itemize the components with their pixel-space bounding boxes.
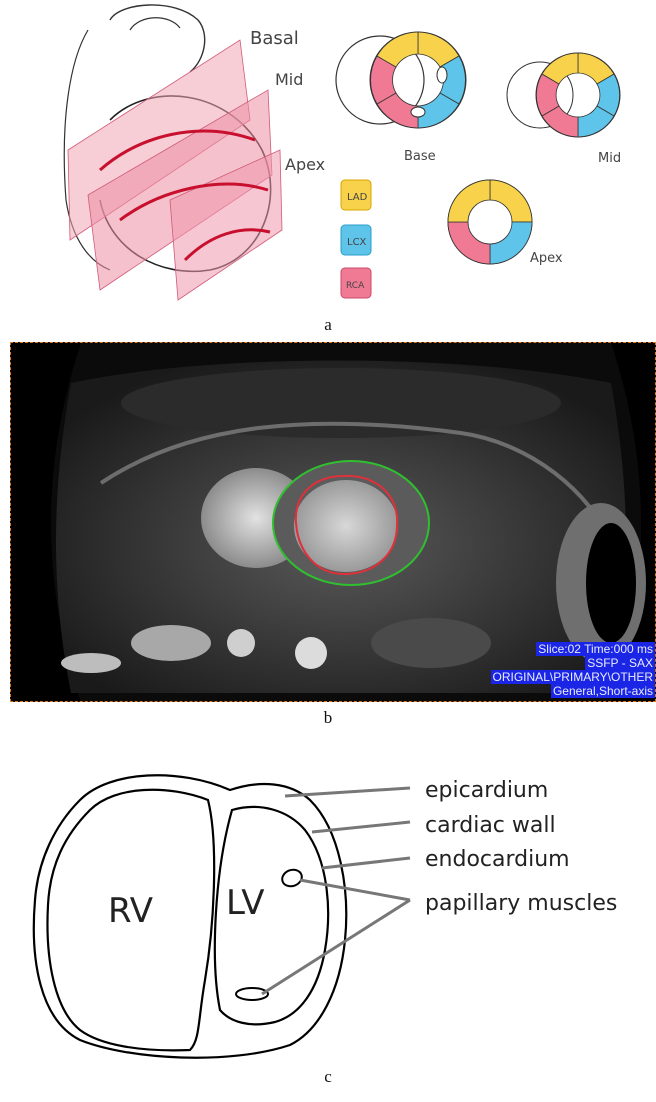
overlay-view: General,Short-axis (551, 684, 655, 698)
panel-b: Slice:02 Time:000 ms SSFP - SAX ORIGINAL… (10, 342, 656, 702)
legend-lcx: LCX (347, 237, 367, 248)
panel-c: RV LV epicardium cardiac wall endocardiu… (0, 760, 656, 1060)
legend-lad: LAD (347, 192, 368, 203)
mid-title: Mid (598, 151, 621, 166)
overlay-image-type: ORIGINAL\PRIMARY\OTHER (491, 670, 655, 684)
label-endocardium: endocardium (425, 847, 570, 872)
base-title: Base (404, 149, 436, 164)
coronary-legend: LAD LCX RCA (341, 180, 371, 298)
mid-ring: Mid (507, 53, 621, 166)
level-basal: Basal (250, 28, 299, 49)
overlay-slice-time: Slice:02 Time:000 ms (536, 642, 655, 656)
short-axis-schematic: RV LV epicardium cardiac wall endocardiu… (0, 760, 656, 1060)
caption-c: c (0, 1067, 656, 1087)
label-papillary-muscles: papillary muscles (425, 891, 617, 916)
heart-sketch (64, 5, 282, 300)
overlay-sequence: SSFP - SAX (585, 656, 655, 670)
label-epicardium: epicardium (425, 778, 548, 803)
level-mid: Mid (275, 70, 303, 89)
lv-label: LV (226, 883, 264, 923)
segment-diagram-sketch: Basal Mid Apex Base Mid (0, 0, 656, 310)
legend-rca: RCA (346, 281, 365, 291)
rv-label: RV (108, 891, 153, 931)
apex-title: Apex (530, 251, 563, 266)
panel-a: Basal Mid Apex Base Mid (0, 0, 656, 310)
caption-b: b (0, 708, 656, 728)
level-apex: Apex (285, 155, 325, 174)
caption-a: a (0, 315, 656, 335)
label-cardiac-wall: cardiac wall (425, 813, 556, 838)
epicardium-leader (285, 788, 410, 796)
base-ring: Base (336, 32, 466, 164)
apex-ring: Apex (448, 180, 563, 266)
